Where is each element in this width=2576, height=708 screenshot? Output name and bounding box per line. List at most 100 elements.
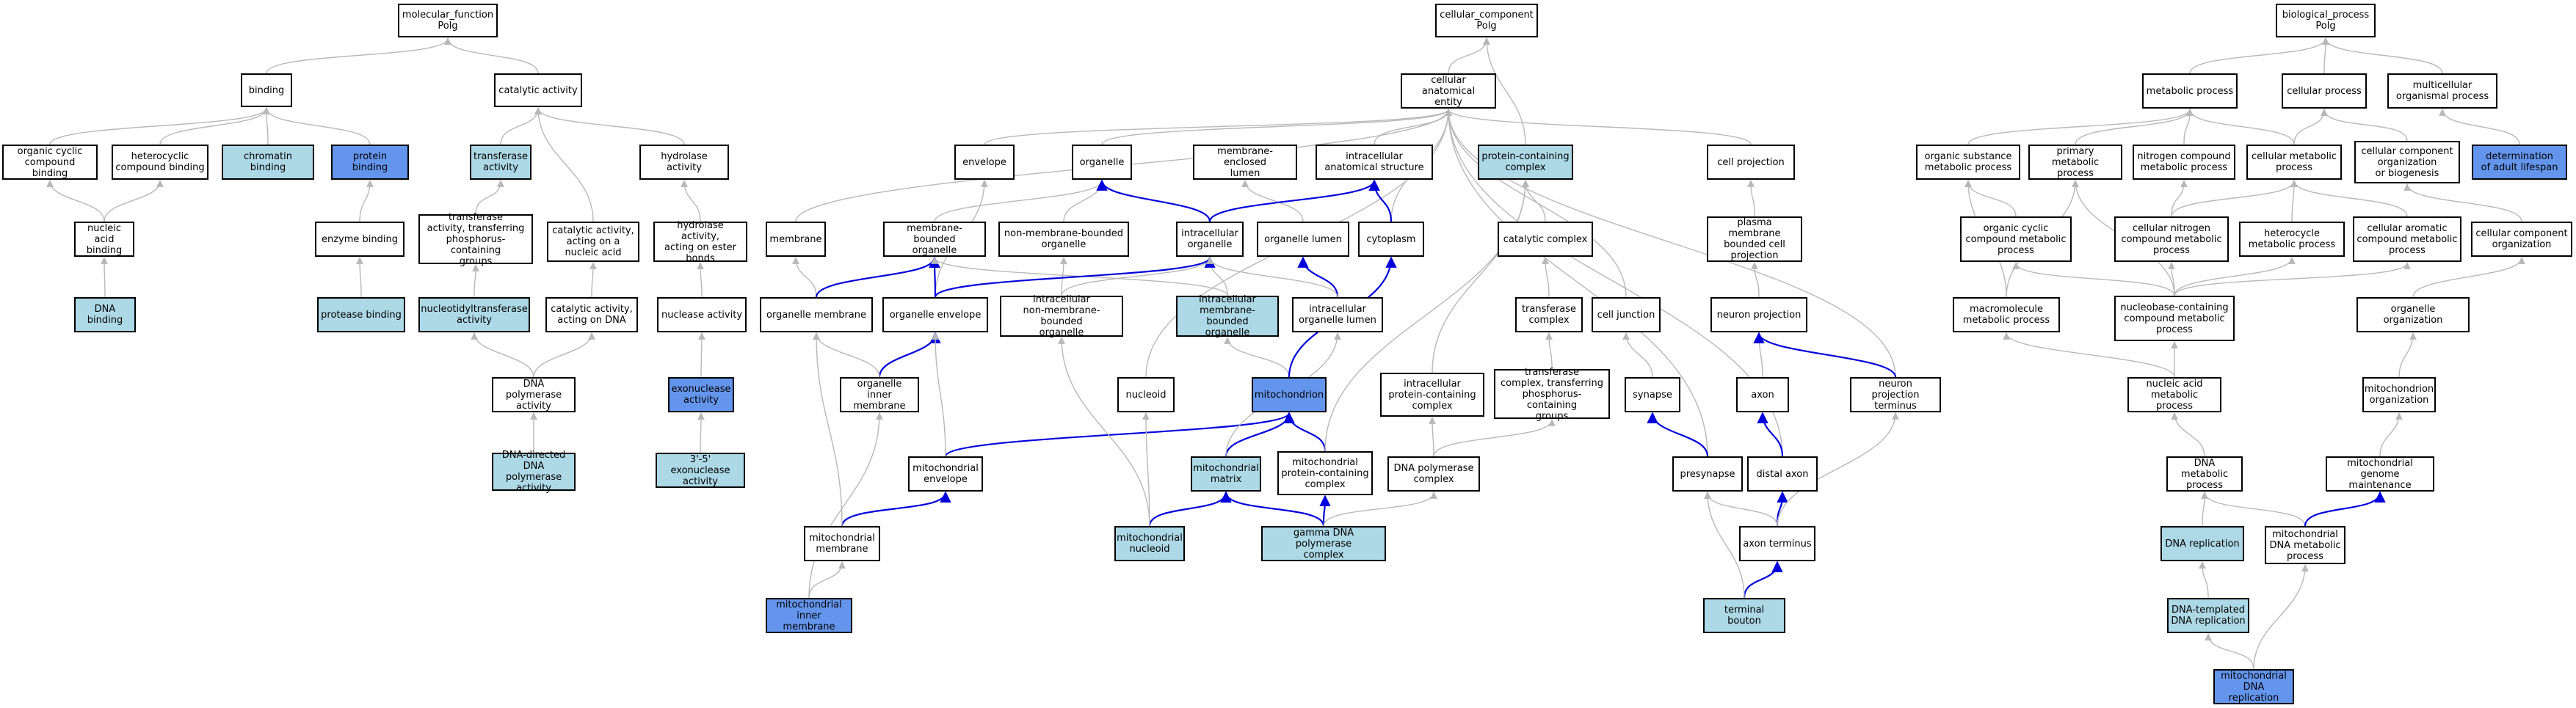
node-dna-polymerase-activity[interactable]: DNA polymerase activity [492,377,576,412]
node-cellular-nitrogen-compound-metabolic-process[interactable]: cellular nitrogen compound metabolic pro… [2114,216,2229,262]
node-heterocycle-metabolic-process[interactable]: heterocycle metabolic process [2239,222,2345,257]
node-nucleoid[interactable]: nucleoid [1117,377,1175,412]
edge-hetcyc_met-to-cell_met [2290,180,2298,222]
node-cytoplasm[interactable]: cytoplasm [1358,222,1424,257]
node-cell-projection[interactable]: cell projection [1707,145,1795,180]
node-nucleobase-containing-compound-metabolic-process[interactable]: nucleobase-containing compound metabolic… [2114,296,2235,341]
node-transferase-complex-phosphorus[interactable]: transferase complex, transferring phosph… [1494,367,1610,422]
edge-mito_membrane-to-mito_envelope [841,491,951,527]
node-transferase-activity[interactable]: transferase activity [470,145,531,180]
node-chromatin-binding[interactable]: chromatin binding [222,145,314,180]
node-nuclease-activity[interactable]: nuclease activity [657,297,747,332]
node-transferase-complex[interactable]: transferase complex [1515,297,1583,332]
node-mitochondrial-dna-metabolic-process[interactable]: mitochondrial DNA metabolic process [2265,526,2345,564]
node-membrane-enclosed-lumen[interactable]: membrane-enclosed lumen [1193,145,1297,180]
node-intracellular-non-membrane-bounded-organelle[interactable]: intracellular non-membrane-bounded organ… [1000,294,1123,338]
node-cellular-metabolic-process[interactable]: cellular metabolic process [2246,145,2342,180]
node-biological-process-root[interactable]: biological_process Polg [2276,4,2376,37]
node-mitochondrial-genome-maintenance[interactable]: mitochondrial genome maintenance [2326,456,2434,492]
edge-enzyme_bind-to-prot_bind [359,180,374,222]
node-transferase-phosphorus[interactable]: transferase activity, transferring phosp… [418,212,533,267]
node-binding[interactable]: binding [241,73,292,107]
node-membrane-bounded-organelle[interactable]: membrane-bounded organelle [883,222,986,257]
node-cellular-process[interactable]: cellular process [2282,73,2367,109]
node-organelle-envelope[interactable]: organelle envelope [882,297,988,332]
node-mitochondrial-membrane[interactable]: mitochondrial membrane [804,526,880,561]
node-dna-polymerase-complex[interactable]: DNA polymerase complex [1387,456,1480,492]
node-membrane[interactable]: membrane [766,222,826,257]
node-organic-cyclic-compound-metabolic-process[interactable]: organic cyclic compound metabolic proces… [1960,216,2072,262]
node-synapse[interactable]: synapse [1625,377,1680,412]
node-catalytic-activity-nucleic-acid[interactable]: catalytic activity, acting on a nucleic … [547,222,639,262]
node-nucleic-acid-binding[interactable]: nucleic acid binding [74,222,134,257]
node-organelle-membrane[interactable]: organelle membrane [760,297,873,332]
node-mitochondrial-protein-containing-complex[interactable]: mitochondrial protein-containing complex [1277,451,1373,495]
node-mitochondrial-inner-membrane[interactable]: mitochondrial inner membrane [766,598,852,633]
node-primary-metabolic-process[interactable]: primary metabolic process [2028,145,2122,180]
node-gamma-dna-polymerase-complex[interactable]: gamma DNA polymerase complex [1261,526,1386,561]
node-organelle-lumen[interactable]: organelle lumen [1257,222,1349,257]
node-mitochondrial-matrix[interactable]: mitochondrial matrix [1191,456,1261,492]
node-dna-directed-dna-polymerase[interactable]: DNA-directed DNA polymerase activity [492,450,576,494]
node-hydrolase-activity[interactable]: hydrolase activity [639,145,729,180]
node-catalytic-complex[interactable]: catalytic complex [1498,222,1593,257]
node-mitochondrial-nucleoid[interactable]: mitochondrial nucleoid [1114,526,1185,561]
node-hydrolase-ester-bonds[interactable]: hydrolase activity, acting on ester bond… [653,220,747,264]
node-mitochondrial-dna-replication[interactable]: mitochondrial DNA replication [2213,669,2294,704]
edge-mito_envelope-to-org_envelope [932,332,946,457]
node-mitochondrion[interactable]: mitochondrion [1252,377,1327,412]
node-intracellular-anatomical-structure[interactable]: intracellular anatomical structure [1316,145,1433,180]
node-cellular-component-root[interactable]: cellular_component Polg [1435,4,1538,37]
node-intracellular-organelle[interactable]: intracellular organelle [1176,222,1244,257]
node-cellular-component-organization-or-biogenesis[interactable]: cellular component organization or bioge… [2354,141,2460,183]
node-envelope[interactable]: envelope [954,145,1015,180]
node-axon[interactable]: axon [1736,377,1789,412]
node-organelle-inner-membrane[interactable]: organelle inner membrane [840,377,919,412]
node-catalytic-activity-dna[interactable]: catalytic activity, acting on DNA [545,297,638,332]
node-catalytic-activity[interactable]: catalytic activity [494,73,582,107]
node-determination-of-adult-lifespan[interactable]: determination of adult lifespan [2472,145,2567,180]
node-dna-templated-dna-replication[interactable]: DNA-templated DNA replication [2167,598,2249,633]
node-organelle-organization[interactable]: organelle organization [2357,297,2470,332]
node-nitrogen-compound-metabolic-process[interactable]: nitrogen compound metabolic process [2133,145,2235,180]
node-3-5-exonuclease-activity[interactable]: 3'-5' exonuclease activity [656,453,745,488]
node-axon-terminus[interactable]: axon terminus [1739,526,1815,561]
node-mitochondrial-envelope[interactable]: mitochondrial envelope [908,456,983,492]
node-cellular-anatomical-entity[interactable]: cellular anatomical entity [1401,73,1496,109]
node-exonuclease-activity[interactable]: exonuclease activity [668,377,734,412]
node-dna-replication[interactable]: DNA replication [2160,526,2244,561]
node-organelle[interactable]: organelle [1072,145,1132,180]
node-terminal-bouton[interactable]: terminal bouton [1703,598,1785,633]
node-protein-containing-complex[interactable]: protein-containing complex [1478,145,1573,180]
node-dna-metabolic-process[interactable]: DNA metabolic process [2166,456,2243,492]
node-nucleic-acid-metabolic-process[interactable]: nucleic acid metabolic process [2127,377,2221,412]
node-organic-substance-metabolic-process[interactable]: organic substance metabolic process [1916,145,2020,180]
node-enzyme-binding[interactable]: enzyme binding [315,222,404,257]
node-presynapse[interactable]: presynapse [1672,456,1743,492]
node-macromolecule-metabolic-process[interactable]: macromolecule metabolic process [1953,297,2060,332]
node-metabolic-process[interactable]: metabolic process [2142,73,2238,109]
node-multicellular-organismal-process[interactable]: multicellular organismal process [2387,73,2497,109]
node-intracellular-protein-containing-complex[interactable]: intracellular protein-containing complex [1380,373,1484,417]
node-cellular-aromatic-compound-metabolic-process[interactable]: cellular aromatic compound metabolic pro… [2353,216,2461,262]
node-cellular-component-organization[interactable]: cellular component organization [2471,222,2572,257]
node-non-membrane-bounded-organelle[interactable]: non-membrane-bounded organelle [998,222,1129,257]
node-organic-cyclic-compound-binding[interactable]: organic cyclic compound binding [2,145,98,180]
node-distal-axon[interactable]: distal axon [1747,456,1818,492]
edge-metabolic-to-bp_root [2189,37,2329,74]
node-protein-binding[interactable]: protein binding [331,145,409,180]
node-neuron-projection[interactable]: neuron projection [1710,297,1807,332]
edge-hydrolase-to-catalytic [534,107,685,145]
node-cell-junction[interactable]: cell junction [1592,297,1661,332]
node-dna-binding[interactable]: DNA binding [74,297,136,332]
node-protease-binding[interactable]: protease binding [317,297,405,332]
node-neuron-projection-terminus[interactable]: neuron projection terminus [1850,377,1941,412]
edge-intra_org-to-organelle [1096,179,1211,222]
node-molecular-function-root[interactable]: molecular_function Polg [398,4,498,37]
node-mitochondrion-organization[interactable]: mitochondrion organization [2362,377,2436,412]
node-heterocyclic-compound-binding[interactable]: heterocyclic compound binding [112,145,208,180]
node-plasma-membrane-bounded-cell-projection[interactable]: plasma membrane bounded cell projection [1707,216,1802,262]
node-intracellular-organelle-lumen[interactable]: intracellular organelle lumen [1292,297,1383,332]
node-intracellular-membrane-bounded-organelle[interactable]: intracellular membrane-bounded organelle [1176,294,1279,338]
node-nucleotidyltransferase-activity[interactable]: nucleotidyltransferase activity [418,297,530,332]
